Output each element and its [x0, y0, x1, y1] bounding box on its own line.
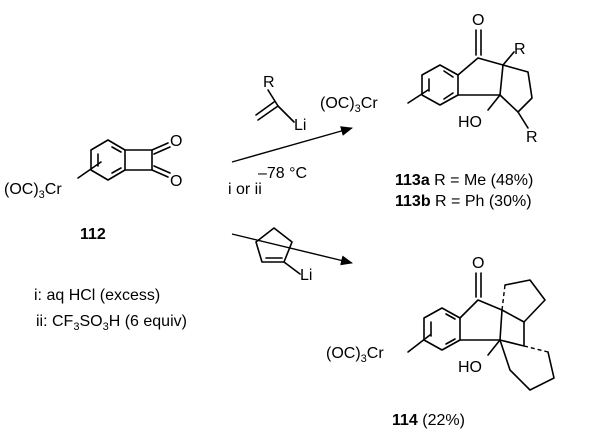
reaction-arrow-upper — [231, 126, 353, 163]
compound-114-hydroxyl: HO — [458, 359, 482, 376]
reagent-choice-label: i or ii — [228, 181, 262, 198]
vinyllithium-reagent — [255, 89, 295, 123]
condition-note-ii: ii: CF3SO3H (6 equiv) — [36, 313, 187, 333]
compound-112-structure — [77, 139, 171, 181]
compound-113-cr-label: (OC)3Cr — [320, 95, 378, 115]
compound-112-oxygen-top: O — [170, 133, 182, 150]
compound-114-cr-label: (OC)3Cr — [326, 345, 384, 365]
compound-112-cr-label: (OC)3Cr — [4, 181, 62, 201]
compound-113-structure — [407, 29, 533, 129]
cyclopentenyllithium-reagent — [255, 227, 301, 275]
compound-113-oxygen: O — [472, 12, 484, 29]
cyclopentenyllithium-li-label: Li — [300, 267, 312, 284]
compound-113a-label: 113a R = Me (48%) — [395, 172, 533, 189]
compound-112-number: 112 — [80, 226, 106, 243]
compound-114-label: 114 (22%) — [392, 412, 465, 429]
compound-113-r-top: R — [514, 41, 526, 58]
temperature-label: –78 °C — [258, 165, 307, 182]
condition-note-i: i: aq HCl (excess) — [34, 287, 160, 304]
reaction-arrow-lower — [231, 233, 353, 266]
compound-114-structure — [407, 272, 555, 391]
compound-113-hydroxyl: HO — [458, 114, 482, 131]
vinyllithium-li-label: Li — [294, 117, 306, 134]
compound-113-r-bottom: R — [526, 129, 538, 146]
compound-112-oxygen-bottom: O — [170, 173, 182, 190]
compound-113b-label: 113b R = Ph (30%) — [395, 193, 532, 210]
vinyllithium-r-label: R — [263, 74, 275, 91]
compound-114-oxygen: O — [472, 255, 484, 272]
